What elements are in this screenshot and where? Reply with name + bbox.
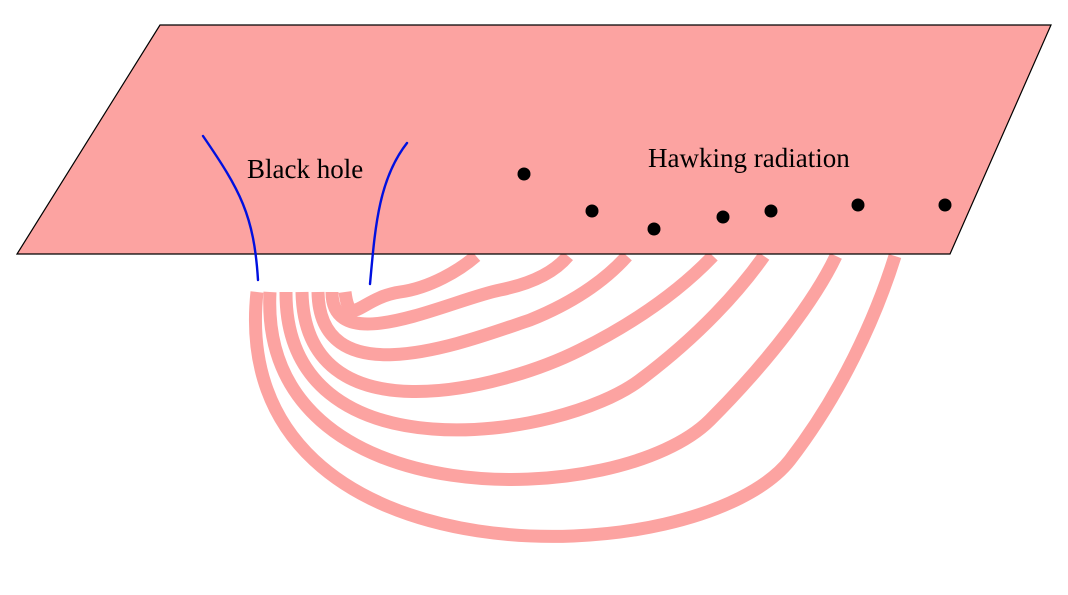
- black-hole-horizon: [201, 134, 409, 286]
- radiation-particle: [647, 222, 661, 236]
- radiation-particle: [764, 204, 778, 218]
- radiation-particle: [851, 198, 865, 212]
- radiation-particle: [938, 198, 952, 212]
- wormhole-tubes: [248, 251, 902, 543]
- hawking-radiation-label: Hawking radiation: [648, 143, 850, 173]
- wormhole-tube: [295, 251, 718, 398]
- wormhole-tube: [248, 254, 902, 543]
- radiation-particle: [585, 204, 599, 218]
- black-hole-label: Black hole: [247, 154, 364, 184]
- spacetime-sheet: [15, 24, 1052, 255]
- radiation-particle: [716, 210, 730, 224]
- hawking-radiation-particles: [517, 167, 952, 236]
- wormhole-tube: [338, 251, 481, 317]
- wormhole-tube: [263, 253, 842, 486]
- horizon-right-curve: [368, 141, 409, 286]
- radiation-particle: [517, 167, 531, 181]
- wormhole-tube: [325, 251, 573, 331]
- wormhole-tube: [311, 251, 632, 362]
- wormhole-tube: [279, 252, 770, 437]
- horizon-left-curve: [201, 134, 260, 282]
